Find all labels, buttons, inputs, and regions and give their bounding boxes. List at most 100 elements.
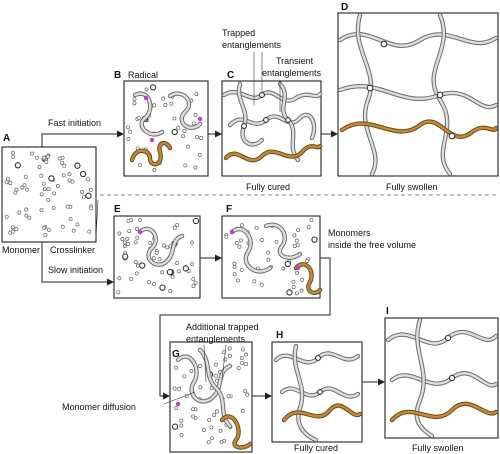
panel-b-title: Radical	[128, 70, 158, 80]
arrow-f-g	[159, 257, 331, 397]
monomer-particle	[181, 134, 185, 139]
fully-swollen-bottom-label: Fully swollen	[412, 443, 464, 453]
monomer-particle	[179, 423, 184, 428]
monomer-particle	[259, 282, 264, 287]
monomer-particle	[37, 165, 42, 169]
monomer-particle	[266, 250, 271, 255]
monomers-free-volume-line1: Monomers	[328, 228, 371, 238]
crosslinker-particle	[139, 262, 146, 269]
monomer-particle	[172, 386, 177, 391]
monomer-particle	[60, 224, 65, 229]
monomer-particle	[170, 274, 175, 279]
monomer-particle	[191, 407, 195, 412]
crosslinker-particle	[14, 162, 21, 169]
monomers-free-volume-line2: inside the free volume	[328, 240, 416, 250]
monomer-particle	[62, 163, 67, 168]
monomer-particle	[274, 239, 279, 244]
monomer-particle	[11, 154, 16, 159]
monomer-particle	[120, 237, 125, 241]
monomer-particle	[176, 269, 181, 274]
monomer-particle	[144, 87, 149, 92]
monomer-particle	[309, 218, 314, 223]
monomer-particle	[294, 291, 299, 296]
monomer-particle	[129, 276, 134, 281]
monomer-particle	[135, 227, 140, 231]
monomer-particle	[152, 168, 157, 172]
monomer-particle	[175, 261, 180, 266]
monomer-particle	[42, 225, 47, 230]
radical-dot	[197, 116, 203, 122]
monomer-particle	[25, 187, 29, 192]
monomer-particle	[154, 250, 159, 255]
crosslinker-particle	[79, 170, 87, 178]
monomer-particle	[219, 439, 224, 444]
monomer-particle	[195, 135, 199, 140]
monomer-particle	[292, 233, 297, 238]
crosslinker-particle	[48, 175, 55, 182]
monomer-particle	[174, 406, 179, 411]
monomer-particle	[4, 180, 9, 185]
monomer-particle	[239, 356, 244, 360]
monomer-particle	[75, 222, 80, 227]
monomer-particle	[61, 173, 66, 178]
monomer-particle	[295, 270, 299, 275]
monomer-particle	[6, 177, 11, 182]
monomer-particle	[236, 278, 240, 283]
monomer-particle	[135, 235, 140, 240]
monomer-particle	[60, 160, 65, 165]
monomer-particle	[179, 418, 184, 423]
additional-trapped-line1: Additional trapped	[186, 322, 259, 332]
monomer-particle	[24, 213, 29, 218]
monomer-particle	[46, 197, 51, 202]
panel-letter-i: I	[386, 306, 389, 317]
monomer-particle	[177, 386, 182, 391]
monomer-particle	[305, 259, 310, 263]
monomer-particle	[291, 279, 296, 284]
monomer-particle	[128, 129, 133, 134]
monomer-particle	[57, 156, 62, 161]
monomer-particle	[206, 440, 211, 445]
monomer-particle	[199, 136, 204, 140]
monomer-particle	[186, 144, 191, 149]
monomer-particle	[239, 267, 244, 272]
monomer-particle	[162, 243, 166, 248]
monomer-particle	[182, 128, 187, 133]
panel-letter-h: H	[276, 330, 283, 341]
monomer-particle	[306, 225, 311, 230]
monomer-particle	[126, 242, 131, 247]
monomer-particle	[176, 125, 181, 130]
monomer-particle	[213, 362, 218, 367]
monomer-particle	[148, 241, 153, 246]
monomer-particle	[168, 289, 173, 294]
monomer-particle	[24, 207, 29, 212]
monomer-particle	[20, 185, 25, 190]
crosslinker-particle	[85, 192, 92, 199]
crosslinker-particle	[311, 236, 318, 243]
monomer-particle	[71, 228, 76, 233]
monomer-particle	[39, 173, 44, 178]
monomer-particle	[46, 187, 51, 192]
monomer-particle	[87, 229, 92, 234]
monomer-particle	[198, 385, 203, 390]
monomer-particle	[160, 270, 164, 275]
monomer-particle	[214, 409, 219, 414]
monomer-particle	[190, 240, 194, 245]
monomer-particle	[30, 151, 35, 156]
panel-f-chains	[229, 222, 323, 295]
monomer-particle	[227, 346, 232, 351]
monomer-particle	[132, 97, 137, 102]
monomer-particle	[197, 152, 202, 157]
monomer-particle	[292, 244, 297, 248]
monomer-particle	[197, 364, 202, 368]
transient-label-line2: entanglements	[262, 68, 322, 78]
monomer-particle	[4, 214, 9, 219]
monomer-particle	[80, 190, 84, 194]
panel-e-chains	[137, 226, 185, 267]
monomer-particle	[41, 181, 46, 186]
monomer-particle	[10, 225, 15, 230]
monomer-particle	[232, 261, 237, 266]
monomer-particle	[86, 177, 91, 182]
slow-initiation-arrow	[41, 242, 110, 283]
monomer-particle	[234, 241, 239, 245]
